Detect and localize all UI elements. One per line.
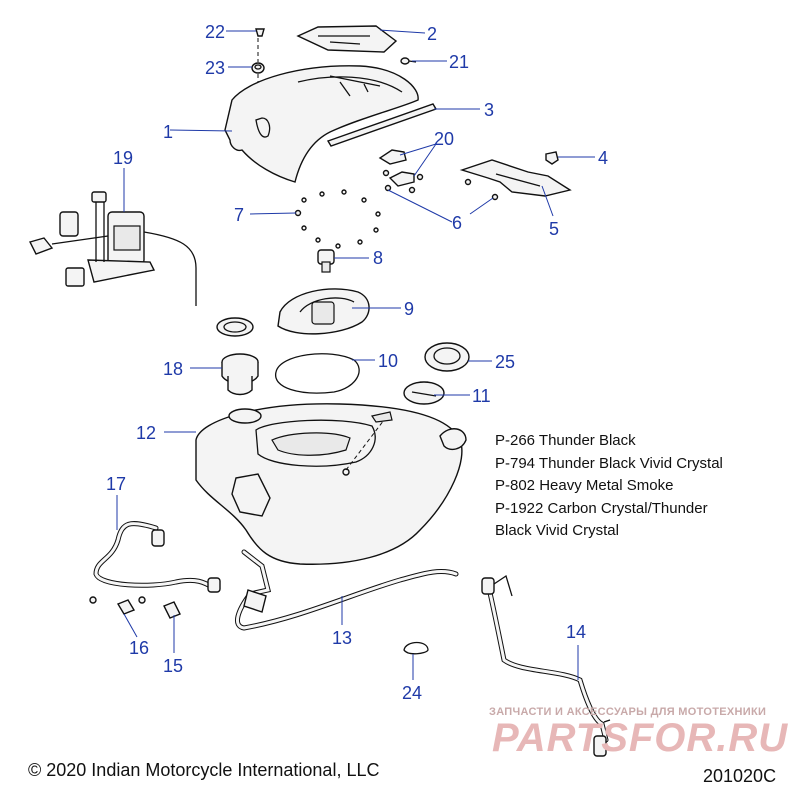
part-21-screw[interactable]: [400, 57, 417, 65]
callout-label[interactable]: 25: [495, 352, 515, 372]
callout-label[interactable]: 16: [129, 638, 149, 658]
part-15-clamp[interactable]: [163, 601, 181, 619]
callout-label[interactable]: 6: [452, 213, 462, 233]
part-8-connector[interactable]: [317, 249, 335, 273]
callout-label[interactable]: 7: [234, 205, 244, 225]
callout-label[interactable]: 15: [163, 656, 183, 676]
part-18-fuel-cap[interactable]: [221, 353, 259, 396]
part-19-fuel-pump[interactable]: [28, 191, 197, 306]
leader-lines: [116, 29, 595, 680]
part-7-nut-ring[interactable]: [294, 189, 381, 249]
part-13-fuel-line[interactable]: [234, 549, 459, 631]
callout-label[interactable]: 22: [205, 22, 225, 42]
part-9-pump-flange[interactable]: [277, 288, 370, 335]
legend-line: P-1922 Carbon Crystal/Thunder: [495, 499, 708, 517]
part-14-drain-hose[interactable]: [481, 574, 611, 757]
callout-label[interactable]: 1: [163, 122, 173, 142]
callout-label[interactable]: 3: [484, 100, 494, 120]
paint-code-legend: P-266 Thunder Black P-794 Thunder Black …: [495, 430, 723, 543]
part-4-plug[interactable]: [545, 151, 559, 165]
callout-label[interactable]: 10: [378, 351, 398, 371]
part-11-cover-plate[interactable]: [403, 381, 445, 405]
part-6-screws[interactable]: [382, 169, 499, 201]
part-2-console-badge[interactable]: [296, 25, 398, 53]
callout-label[interactable]: 2: [427, 24, 437, 44]
part-clip-small[interactable]: [89, 596, 146, 604]
part-24-hose-clip[interactable]: [403, 641, 429, 655]
part-12-fuel-tank[interactable]: [195, 403, 467, 565]
callout-label[interactable]: 13: [332, 628, 352, 648]
callout-label[interactable]: 9: [404, 299, 414, 319]
callout-label[interactable]: 8: [373, 248, 383, 268]
part-filler-seal[interactable]: [216, 317, 254, 337]
part-22-screw[interactable]: [255, 28, 265, 37]
callout-label[interactable]: 18: [163, 359, 183, 379]
callout-label[interactable]: 23: [205, 58, 225, 78]
legend-line: P-794 Thunder Black Vivid Crystal: [495, 454, 723, 472]
part-25-filler-ring[interactable]: [424, 342, 470, 372]
callout-label[interactable]: 4: [598, 148, 608, 168]
part-17-vent-hose[interactable]: [93, 521, 221, 593]
part-23-grommet[interactable]: [251, 62, 265, 74]
callout-label[interactable]: 12: [136, 423, 156, 443]
callout-label[interactable]: 11: [472, 386, 491, 406]
callout-label[interactable]: 20: [434, 129, 454, 149]
part-5-heat-shield[interactable]: [459, 159, 572, 197]
part-10-o-ring[interactable]: [275, 353, 360, 394]
copyright-notice: © 2020 Indian Motorcycle International, …: [28, 760, 380, 780]
callout-label[interactable]: 21: [449, 52, 469, 72]
callout-label[interactable]: 14: [566, 622, 586, 642]
legend-line: P-802 Heavy Metal Smoke: [495, 477, 674, 494]
callout-label[interactable]: 24: [402, 683, 422, 703]
watermark-logo: PARTSFOR.RU: [492, 716, 789, 760]
watermark-tagline: ЗАПЧАСТИ И АКСЕССУАРЫ ДЛЯ МОТОТЕХНИКИ: [489, 706, 767, 718]
part-16-clamp[interactable]: [116, 599, 136, 615]
legend-line: P-266 Thunder Black: [495, 432, 636, 449]
legend-line: Black Vivid Crystal: [495, 522, 619, 539]
callout-labels: 1 2 3 4 5 6 7 8 9 10 11 12 13 14 15 16 1…: [106, 22, 608, 703]
callout-label[interactable]: 17: [106, 474, 126, 494]
part-1-console-cover[interactable]: [224, 65, 419, 183]
callout-label[interactable]: 5: [549, 219, 559, 239]
callout-label[interactable]: 19: [113, 148, 133, 168]
part-20-bracket[interactable]: [378, 149, 415, 187]
drawing-number: 201020C: [703, 766, 777, 786]
